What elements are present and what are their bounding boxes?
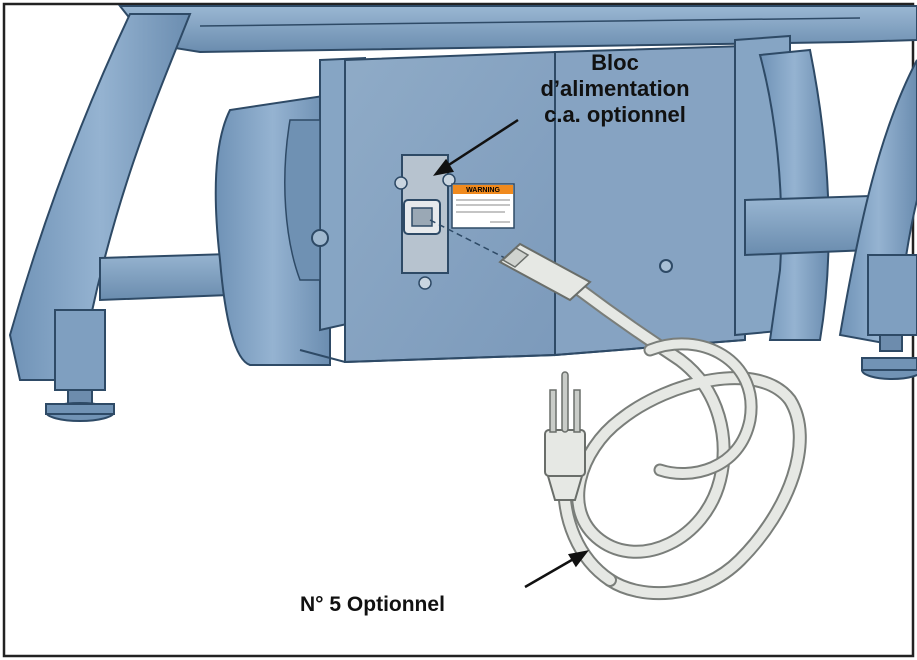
- ac-power-label-line3: c.a. optionnel: [544, 102, 686, 127]
- cord-label: N° 5 Optionnel: [300, 593, 445, 616]
- wall-plug: [544, 371, 586, 501]
- insertion-guide-line: [429, 219, 506, 259]
- ac-power-label-line1: Bloc: [591, 50, 639, 75]
- ac-power-label-line2: d’alimentation: [540, 76, 690, 101]
- control-box: [299, 44, 746, 364]
- ac-power-block-label: Bloc d’alimentation c.a. optionnel: [520, 50, 710, 128]
- cord-arrow: [524, 555, 578, 589]
- power-cord: [557, 283, 807, 601]
- plate-screw-icon: [442, 173, 456, 187]
- ac-block-arrow: [443, 118, 519, 170]
- ac-power-block: [394, 154, 456, 290]
- callout-arrows: [433, 118, 589, 589]
- plate-screw-icon: [418, 276, 432, 290]
- cord-arrowhead: [568, 550, 589, 568]
- warning-sticker: WARNING: [451, 183, 515, 229]
- plug-ground-pin: [561, 371, 569, 433]
- right-bracket: [734, 34, 871, 341]
- plug-prong: [549, 389, 557, 433]
- plate-screw-icon: [394, 176, 408, 190]
- warning-title: WARNING: [466, 187, 500, 194]
- right-leg: [838, 59, 917, 380]
- screw-icon: [659, 259, 673, 273]
- iec-connector: [498, 242, 592, 302]
- ac-block-arrowhead: [433, 158, 454, 176]
- left-leg: [8, 13, 192, 422]
- plug-prong: [573, 389, 581, 433]
